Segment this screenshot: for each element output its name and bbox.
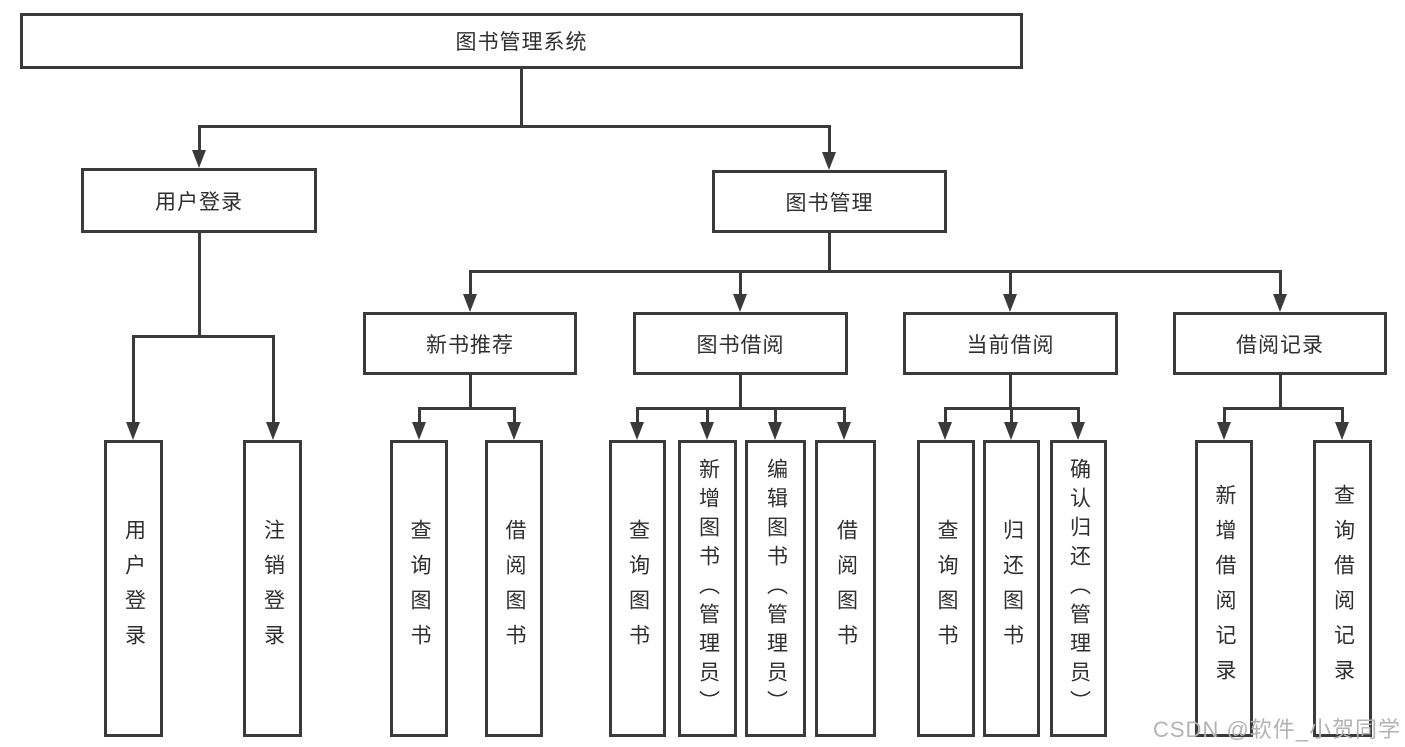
connector-newbook-stem	[469, 375, 472, 410]
connector-bookborrow-drop-4	[843, 407, 846, 425]
leaf-current-query: 查询图书	[917, 440, 975, 737]
node-root: 图书管理系统	[20, 13, 1023, 69]
connector-l3-drop-2	[739, 270, 742, 296]
connector-bookborrow-stem	[739, 375, 742, 410]
arrow-to-borrow-book	[837, 422, 851, 440]
arrow-to-current-borrow	[1003, 294, 1017, 312]
leaf-newbook-borrow: 借阅图书	[485, 440, 543, 737]
leaf-current-confirm-label: 确认归还（管理员）	[1067, 458, 1091, 719]
arrow-to-record-query	[1335, 422, 1349, 440]
leaf-user-login-label: 用户登录	[122, 518, 146, 659]
connector-bookborrow-drop-1	[636, 407, 639, 425]
node-book-borrow-label: 图书借阅	[696, 333, 785, 357]
leaf-newbook-borrow-label: 借阅图书	[503, 518, 526, 659]
connector-borrowrecord-drop-1	[1223, 407, 1226, 425]
arrow-to-borrow-add	[700, 422, 714, 440]
connector-userlogin-stem	[198, 233, 201, 338]
connector-l3-rail	[469, 270, 1282, 273]
leaf-borrow-book-label: 借阅图书	[834, 518, 858, 659]
arrow-to-record-add	[1217, 422, 1231, 440]
arrow-to-borrow-record	[1273, 294, 1287, 312]
arrow-to-user-login	[192, 150, 206, 168]
connector-bookborrow-drop-3	[774, 407, 777, 425]
leaf-record-query-label: 查询借阅记录	[1331, 483, 1355, 694]
arrow-to-new-book-recommend	[463, 294, 477, 312]
leaf-record-add-label: 新增借阅记录	[1213, 483, 1236, 694]
node-borrow-record: 借阅记录	[1173, 312, 1387, 375]
node-user-login: 用户登录	[81, 168, 317, 233]
leaf-current-confirm: 确认归还（管理员）	[1050, 440, 1107, 737]
connector-bookborrow-rail	[636, 407, 846, 410]
leaf-current-return-label: 归还图书	[1000, 518, 1024, 659]
connector-borrowrecord-rail	[1223, 407, 1344, 410]
connector-currentborrow-drop-3	[1077, 407, 1080, 425]
leaf-record-add: 新增借阅记录	[1195, 440, 1253, 737]
leaf-logout: 注销登录	[243, 440, 302, 737]
leaf-borrow-add-label: 新增图书（管理员）	[696, 458, 720, 719]
leaf-borrow-query-label: 查询图书	[626, 518, 650, 659]
connector-borrowrecord-stem	[1279, 375, 1282, 410]
connector-userlogin-drop-2	[272, 335, 275, 425]
connector-userlogin-rail	[132, 335, 275, 338]
csdn-watermark: CSDN @软件_小贺同学	[1153, 717, 1402, 742]
node-new-book-recommend: 新书推荐	[363, 312, 577, 375]
arrow-to-current-query	[938, 422, 952, 440]
connector-newbook-drop-1	[418, 407, 421, 425]
leaf-borrow-edit: 编辑图书（管理员）	[745, 440, 806, 737]
leaf-user-login: 用户登录	[104, 440, 163, 737]
arrow-to-newbook-borrow	[507, 422, 521, 440]
arrow-to-book-borrow	[733, 294, 747, 312]
connector-root-stem	[520, 69, 523, 126]
connector-newbook-drop-2	[513, 407, 516, 425]
node-book-management-label: 图书管理	[785, 191, 874, 215]
arrow-to-leaf-user-login	[126, 422, 140, 440]
node-user-login-label: 用户登录	[155, 190, 243, 214]
leaf-current-query-label: 查询图书	[935, 518, 958, 659]
node-book-management: 图书管理	[712, 170, 947, 233]
arrow-to-leaf-logout	[266, 422, 280, 440]
connector-l2-drop-right	[828, 125, 831, 155]
connector-l3-drop-4	[1279, 270, 1282, 296]
leaf-newbook-query-label: 查询图书	[408, 518, 431, 659]
arrow-to-current-return	[1004, 422, 1018, 440]
connector-bookmgmt-stem	[828, 233, 831, 273]
node-root-label: 图书管理系统	[455, 31, 588, 54]
arrow-to-borrow-edit	[768, 422, 782, 440]
node-current-borrow: 当前借阅	[903, 312, 1118, 375]
leaf-record-query: 查询借阅记录	[1313, 440, 1372, 737]
connector-bookborrow-drop-2	[706, 407, 709, 425]
leaf-borrow-query: 查询图书	[609, 440, 666, 737]
leaf-borrow-add: 新增图书（管理员）	[678, 440, 737, 737]
connector-newbook-rail	[418, 407, 516, 410]
connector-currentborrow-drop-1	[944, 407, 947, 425]
leaf-logout-label: 注销登录	[261, 518, 285, 659]
node-new-book-recommend-label: 新书推荐	[426, 333, 514, 357]
arrow-to-borrow-query	[630, 422, 644, 440]
connector-borrowrecord-drop-2	[1341, 407, 1344, 425]
leaf-borrow-edit-label: 编辑图书（管理员）	[764, 458, 788, 719]
connector-userlogin-drop-1	[132, 335, 135, 425]
connector-currentborrow-drop-2	[1010, 407, 1013, 425]
connector-l3-drop-3	[1009, 270, 1012, 296]
node-borrow-record-label: 借阅记录	[1236, 333, 1324, 357]
connector-currentborrow-stem	[1009, 375, 1012, 410]
connector-l3-drop-1	[469, 270, 472, 296]
node-current-borrow-label: 当前借阅	[966, 333, 1055, 357]
leaf-newbook-query: 查询图书	[390, 440, 448, 737]
connector-l2-rail	[198, 125, 831, 128]
arrow-to-current-confirm	[1071, 422, 1085, 440]
node-book-borrow: 图书借阅	[633, 312, 848, 375]
arrow-to-book-management	[822, 152, 836, 170]
leaf-borrow-book: 借阅图书	[815, 440, 876, 737]
arrow-to-newbook-query	[412, 422, 426, 440]
connector-l2-drop-left	[198, 125, 201, 153]
leaf-current-return: 归还图书	[983, 440, 1040, 737]
